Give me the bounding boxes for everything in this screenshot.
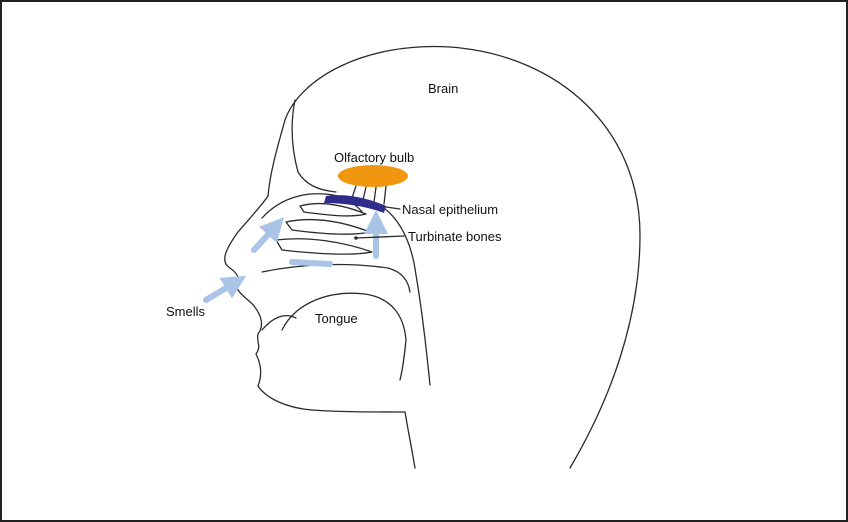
head-outline — [225, 47, 640, 468]
nerve-fiber-2 — [363, 187, 366, 200]
turbinate-bones-leader — [356, 236, 404, 238]
turbinate-middle — [286, 220, 370, 235]
nasal-epithelium-leader — [386, 207, 400, 209]
label-olfactory-bulb: Olfactory bulb — [334, 150, 414, 165]
label-tongue: Tongue — [315, 311, 358, 326]
label-turbinate-bones: Turbinate bones — [408, 229, 502, 244]
lower-passage-flow — [292, 262, 330, 264]
olfactory-bulb-shape — [338, 165, 408, 187]
turbinate-lower — [276, 239, 372, 254]
skull-inner-line — [292, 100, 336, 192]
nerve-fiber-1 — [352, 186, 356, 198]
label-brain: Brain — [428, 81, 458, 96]
nerve-fiber-4 — [384, 186, 386, 204]
nostril-upflow-arrow — [254, 226, 276, 250]
smells-inflow-arrow — [206, 282, 236, 300]
turbinate-leader-dot — [354, 236, 358, 240]
palate-line — [262, 265, 410, 292]
nerve-fiber-3 — [374, 187, 376, 202]
tongue-shape — [282, 293, 406, 380]
label-nasal-epithelium: Nasal epithelium — [402, 202, 498, 217]
label-smells: Smells — [166, 304, 206, 319]
